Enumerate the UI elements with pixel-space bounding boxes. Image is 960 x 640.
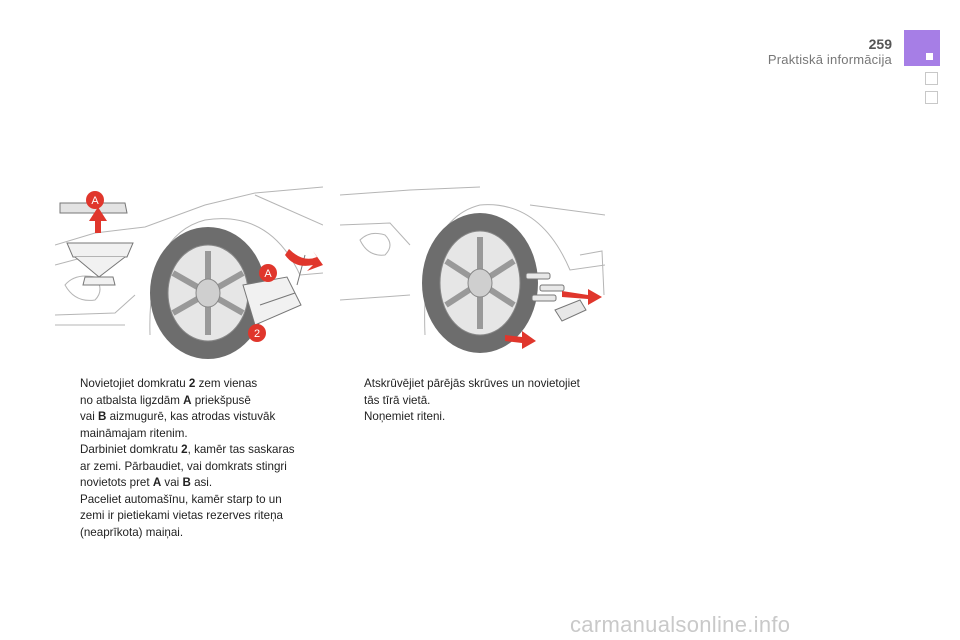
wheel-icon: [422, 213, 538, 353]
instruction-line: maināmajam ritenim.: [80, 426, 188, 440]
instruction-line: Darbiniet domkratu 2, kamēr tas saskaras: [80, 443, 295, 456]
section-title: Praktiskā informācija: [767, 52, 892, 67]
svg-text:A: A: [91, 195, 99, 207]
pull-arrow-icon: [562, 289, 602, 305]
instruction-line: novietots pret A vai B asi.: [80, 476, 213, 489]
up-arrow-icon: [89, 207, 107, 233]
jack-placement-illustration: A A 2: [55, 186, 323, 359]
instruction-line: no atbalsta ligzdām A priekšpusē: [80, 393, 251, 407]
bolts-icon: [525, 272, 587, 322]
right-bullet-list: Atskrūvējiet pārējās skrūves un novietoj…: [344, 376, 624, 426]
left-bullet-list: Novietojiet domkratu 2 zem vienas no atba…: [60, 376, 330, 541]
instruction-item: Paceliet automašīnu, kamēr starp to un ze…: [60, 492, 330, 542]
wheel-removal-illustration: [340, 186, 605, 353]
instruction-line: (neaprīkota) maiņai.: [80, 525, 184, 539]
instruction-line: zemi ir pietiekami vietas rezerves riteņ…: [80, 509, 283, 522]
callout-2-icon: 2: [248, 324, 266, 342]
instruction-item: Novietojiet domkratu 2 zem vienas no atba…: [60, 376, 330, 442]
tab-marker-icon: [926, 53, 933, 60]
instruction-item: Darbiniet domkratu 2, kamēr tas saskaras…: [60, 442, 330, 492]
remove-wheel-arrow-icon: [505, 331, 536, 349]
chapter-tab-empty[interactable]: [925, 91, 938, 104]
svg-text:A: A: [264, 268, 272, 280]
right-instructions: Atskrūvējiet pārējās skrūves un novietoj…: [344, 376, 624, 426]
instruction-item: Atskrūvējiet pārējās skrūves un novietoj…: [344, 376, 624, 409]
left-instructions: Novietojiet domkratu 2 zem vienas no atba…: [60, 376, 330, 541]
instruction-line: ar zemi. Pārbaudiet, vai domkrats stingr…: [80, 459, 287, 473]
wheel-icon: [150, 227, 266, 359]
chapter-tab-empty[interactable]: [925, 72, 938, 85]
instruction-item: Noņemiet riteni.: [344, 409, 624, 426]
instruction-line: tās tīrā vietā.: [364, 393, 431, 407]
chapter-tab[interactable]: [904, 30, 940, 66]
callout-a-icon: A: [86, 191, 104, 209]
page-number: 259: [868, 36, 892, 52]
callout-a-icon: A: [259, 264, 277, 282]
instruction-line: vai B aizmugurē, kas atrodas vistuvāk: [80, 410, 276, 423]
instruction-line: Atskrūvējiet pārējās skrūves un novietoj…: [364, 377, 580, 390]
instruction-line: Noņemiet riteni.: [364, 410, 446, 423]
turn-arrow-icon: [285, 249, 323, 271]
instruction-line: Novietojiet domkratu 2 zem vienas: [80, 377, 258, 390]
footer-watermark: carmanualsonline.info: [570, 612, 791, 637]
svg-text:2: 2: [254, 328, 260, 340]
instruction-line: Paceliet automašīnu, kamēr starp to un: [80, 492, 282, 506]
